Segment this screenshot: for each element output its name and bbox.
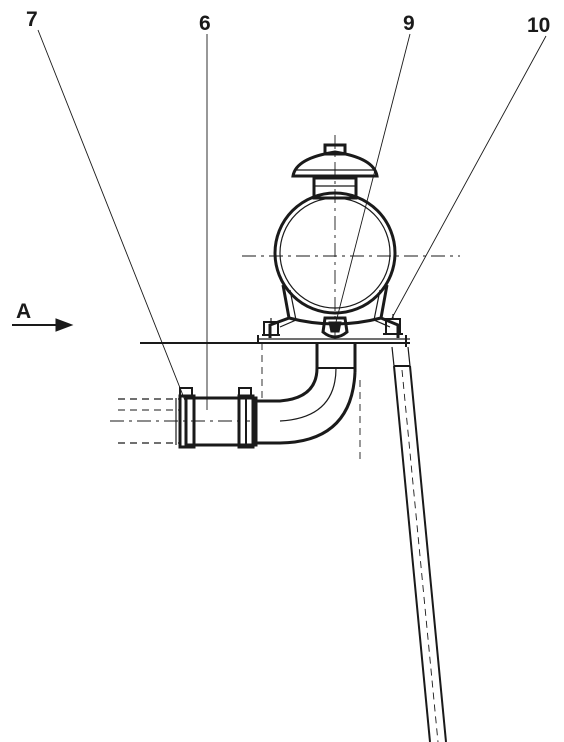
leader-9 xyxy=(335,33,411,323)
centerlines xyxy=(110,135,460,422)
leader-lines xyxy=(37,29,547,410)
outlet-fitting xyxy=(321,316,349,339)
bolt-right xyxy=(383,314,403,335)
drain-tube xyxy=(391,346,447,742)
label-10: 10 xyxy=(527,14,550,37)
label-7: 7 xyxy=(26,8,38,31)
label-9: 9 xyxy=(403,12,415,35)
bolts xyxy=(262,314,403,339)
label-6: 6 xyxy=(199,12,211,35)
label-view-a: A xyxy=(16,300,31,323)
mounting-bar xyxy=(140,335,410,347)
bolt-left xyxy=(262,318,280,336)
hose-6 xyxy=(118,387,258,449)
leader-10 xyxy=(391,35,547,319)
view-a-arrow xyxy=(12,318,74,332)
outlet-pipe xyxy=(252,343,361,460)
filler-cap xyxy=(291,143,379,200)
leader-7 xyxy=(37,29,187,404)
